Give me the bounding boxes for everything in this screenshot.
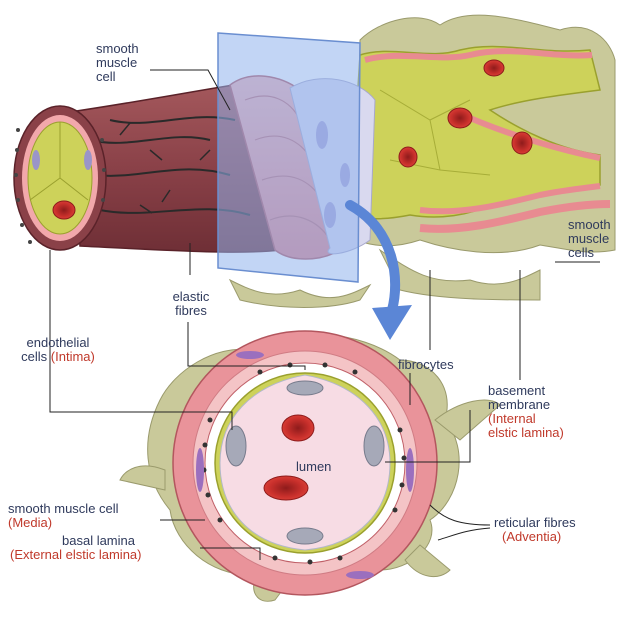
label-internal-elastic: (Internal bbox=[488, 412, 564, 426]
label-smooth-muscle-top: smooth muscle cell bbox=[96, 42, 139, 84]
label-basement-membrane: basement membrane (Internal elstic lamin… bbox=[488, 384, 564, 440]
label-intima: (Intima) bbox=[51, 349, 95, 364]
section-arrow-head bbox=[372, 305, 412, 340]
label-elastic-fibres: elastic fibres bbox=[160, 290, 222, 318]
label-smooth-muscle-right: smooth muscle cells bbox=[568, 218, 611, 260]
label-basal-lamina: basal lamina (External elstic lamina) bbox=[40, 534, 142, 562]
tube-open-end bbox=[14, 106, 106, 250]
label-adventia: (Adventia) bbox=[494, 530, 576, 544]
section-plane bbox=[218, 33, 360, 282]
label-media: (Media) bbox=[8, 516, 119, 530]
label-endothelial-cells: endothelial cells (Intima) bbox=[10, 336, 106, 364]
label-reticular-fibres: reticular fibres (Adventia) bbox=[494, 516, 576, 544]
label-fibrocytes: fibrocytes bbox=[398, 358, 454, 372]
label-lumen: lumen bbox=[296, 460, 331, 474]
label-external-elastic: (External elstic lamina) bbox=[10, 548, 142, 562]
label-smooth-muscle-cell: smooth muscle cell (Media) bbox=[8, 502, 119, 530]
